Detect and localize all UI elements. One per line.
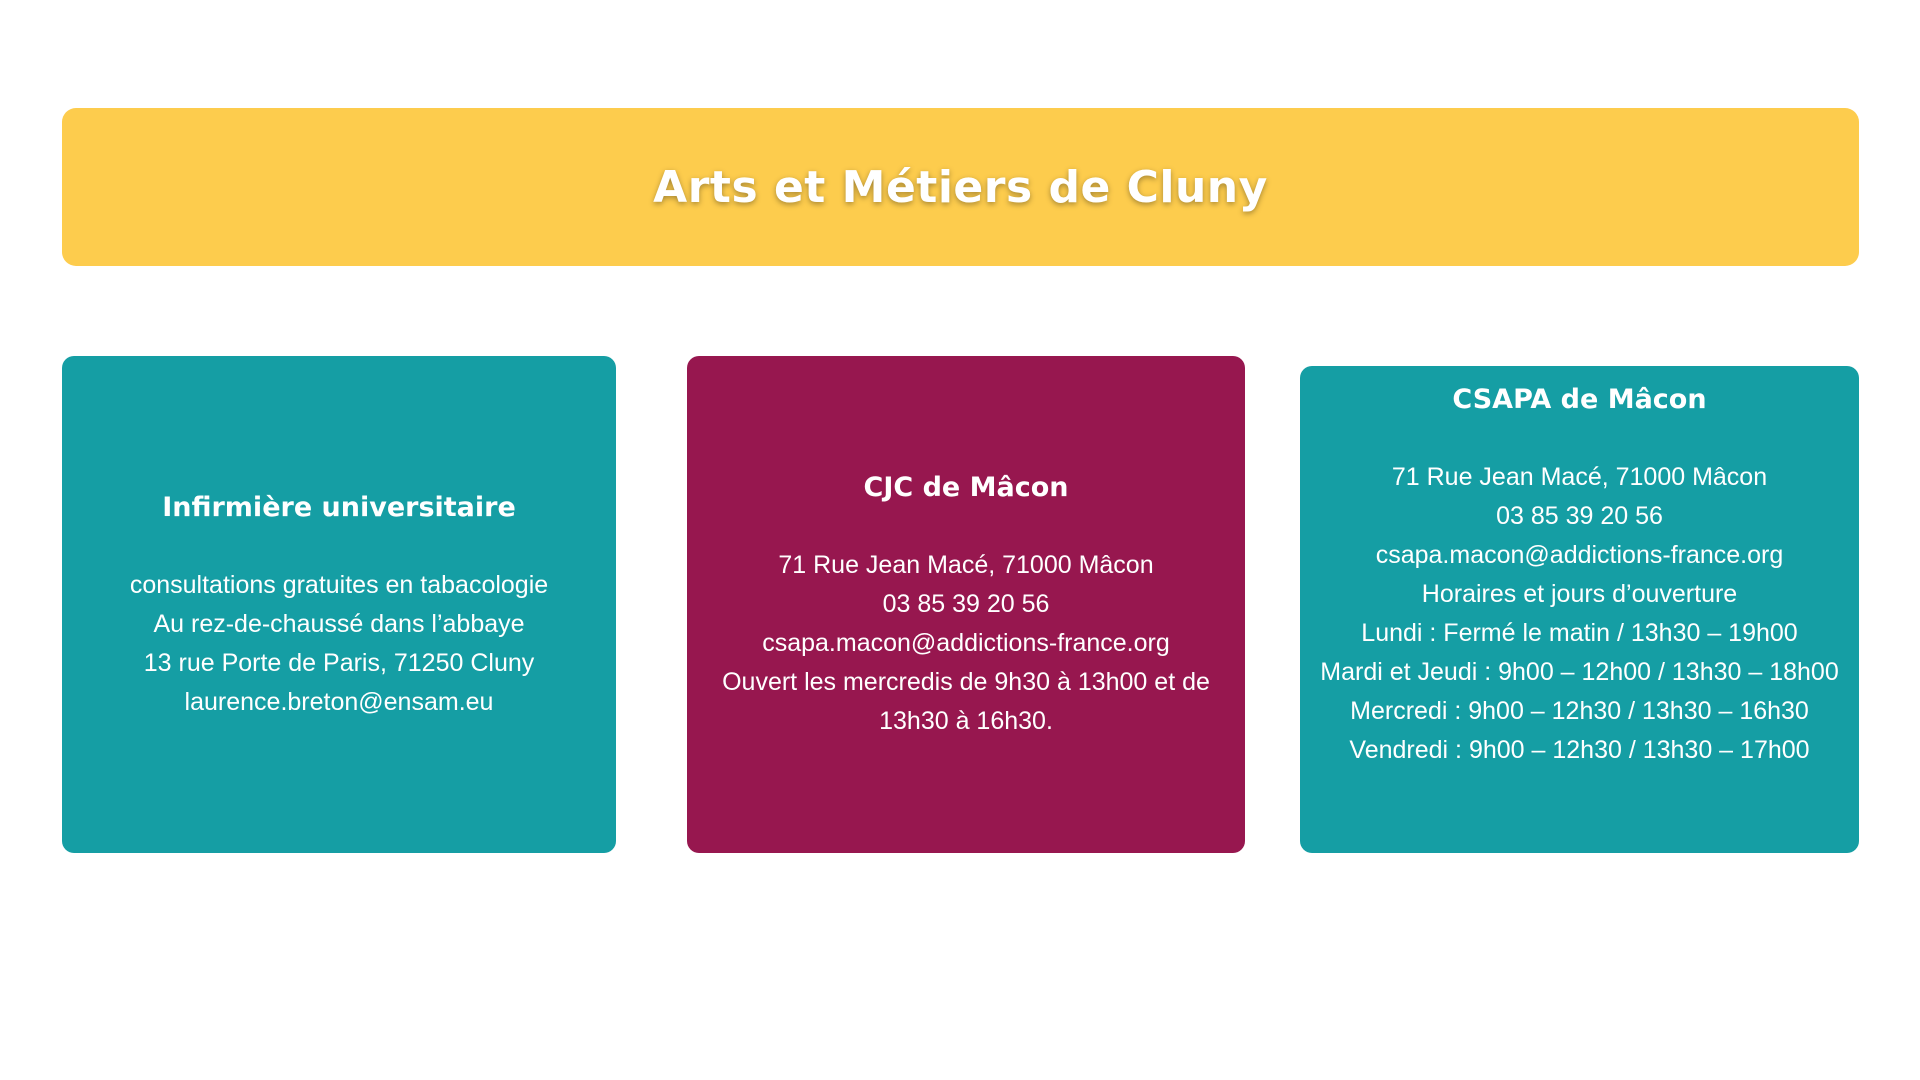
card-email[interactable]: laurence.breton@ensam.eu (184, 687, 494, 716)
card-line: 03 85 39 20 56 (882, 590, 1050, 618)
card-line: 03 85 39 20 56 (1496, 502, 1663, 530)
card-email[interactable]: csapa.macon@addictions-france.org (762, 629, 1170, 657)
card-line: Mercredi : 9h00 – 12h30 / 13h30 – 16h30 (1350, 697, 1809, 725)
card-line: Mardi et Jeudi : 9h00 – 12h00 / 13h30 – … (1320, 658, 1839, 686)
page-title: Arts et Métiers de Cluny (653, 161, 1268, 213)
card-line: Ouvert les mercredis de 9h30 à 13h00 et … (722, 668, 1210, 735)
card-line: 71 Rue Jean Macé, 71000 Mâcon (1391, 463, 1768, 491)
card-line: 71 Rue Jean Macé, 71000 Mâcon (778, 551, 1154, 579)
card-title: Infirmière universitaire (162, 491, 516, 523)
card-line: Vendredi : 9h00 – 12h30 / 13h30 – 17h00 (1349, 736, 1810, 764)
card-line: Horaires et jours d’ouverture (1421, 580, 1738, 608)
card-csapa: CSAPA de Mâcon 71 Rue Jean Macé, 71000 M… (1300, 366, 1859, 853)
card-line: consultations gratuites en tabacologie (129, 570, 549, 599)
card-title: CJC de Mâcon (863, 472, 1069, 503)
card-title: CSAPA de Mâcon (1452, 384, 1707, 415)
card-line: Lundi : Fermé le matin / 13h30 – 19h00 (1361, 619, 1798, 647)
card-cjc: CJC de Mâcon 71 Rue Jean Macé, 71000 Mâc… (687, 356, 1245, 853)
card-infirmiere: Infirmière universitaire consultations g… (62, 356, 616, 853)
card-line: Au rez-de-chaussé dans l’abbaye (153, 609, 525, 638)
card-line: 13 rue Porte de Paris, 71250 Cluny (143, 648, 535, 677)
header-banner: Arts et Métiers de Cluny (62, 108, 1859, 266)
card-email[interactable]: csapa.macon@addictions-france.org (1375, 541, 1784, 569)
